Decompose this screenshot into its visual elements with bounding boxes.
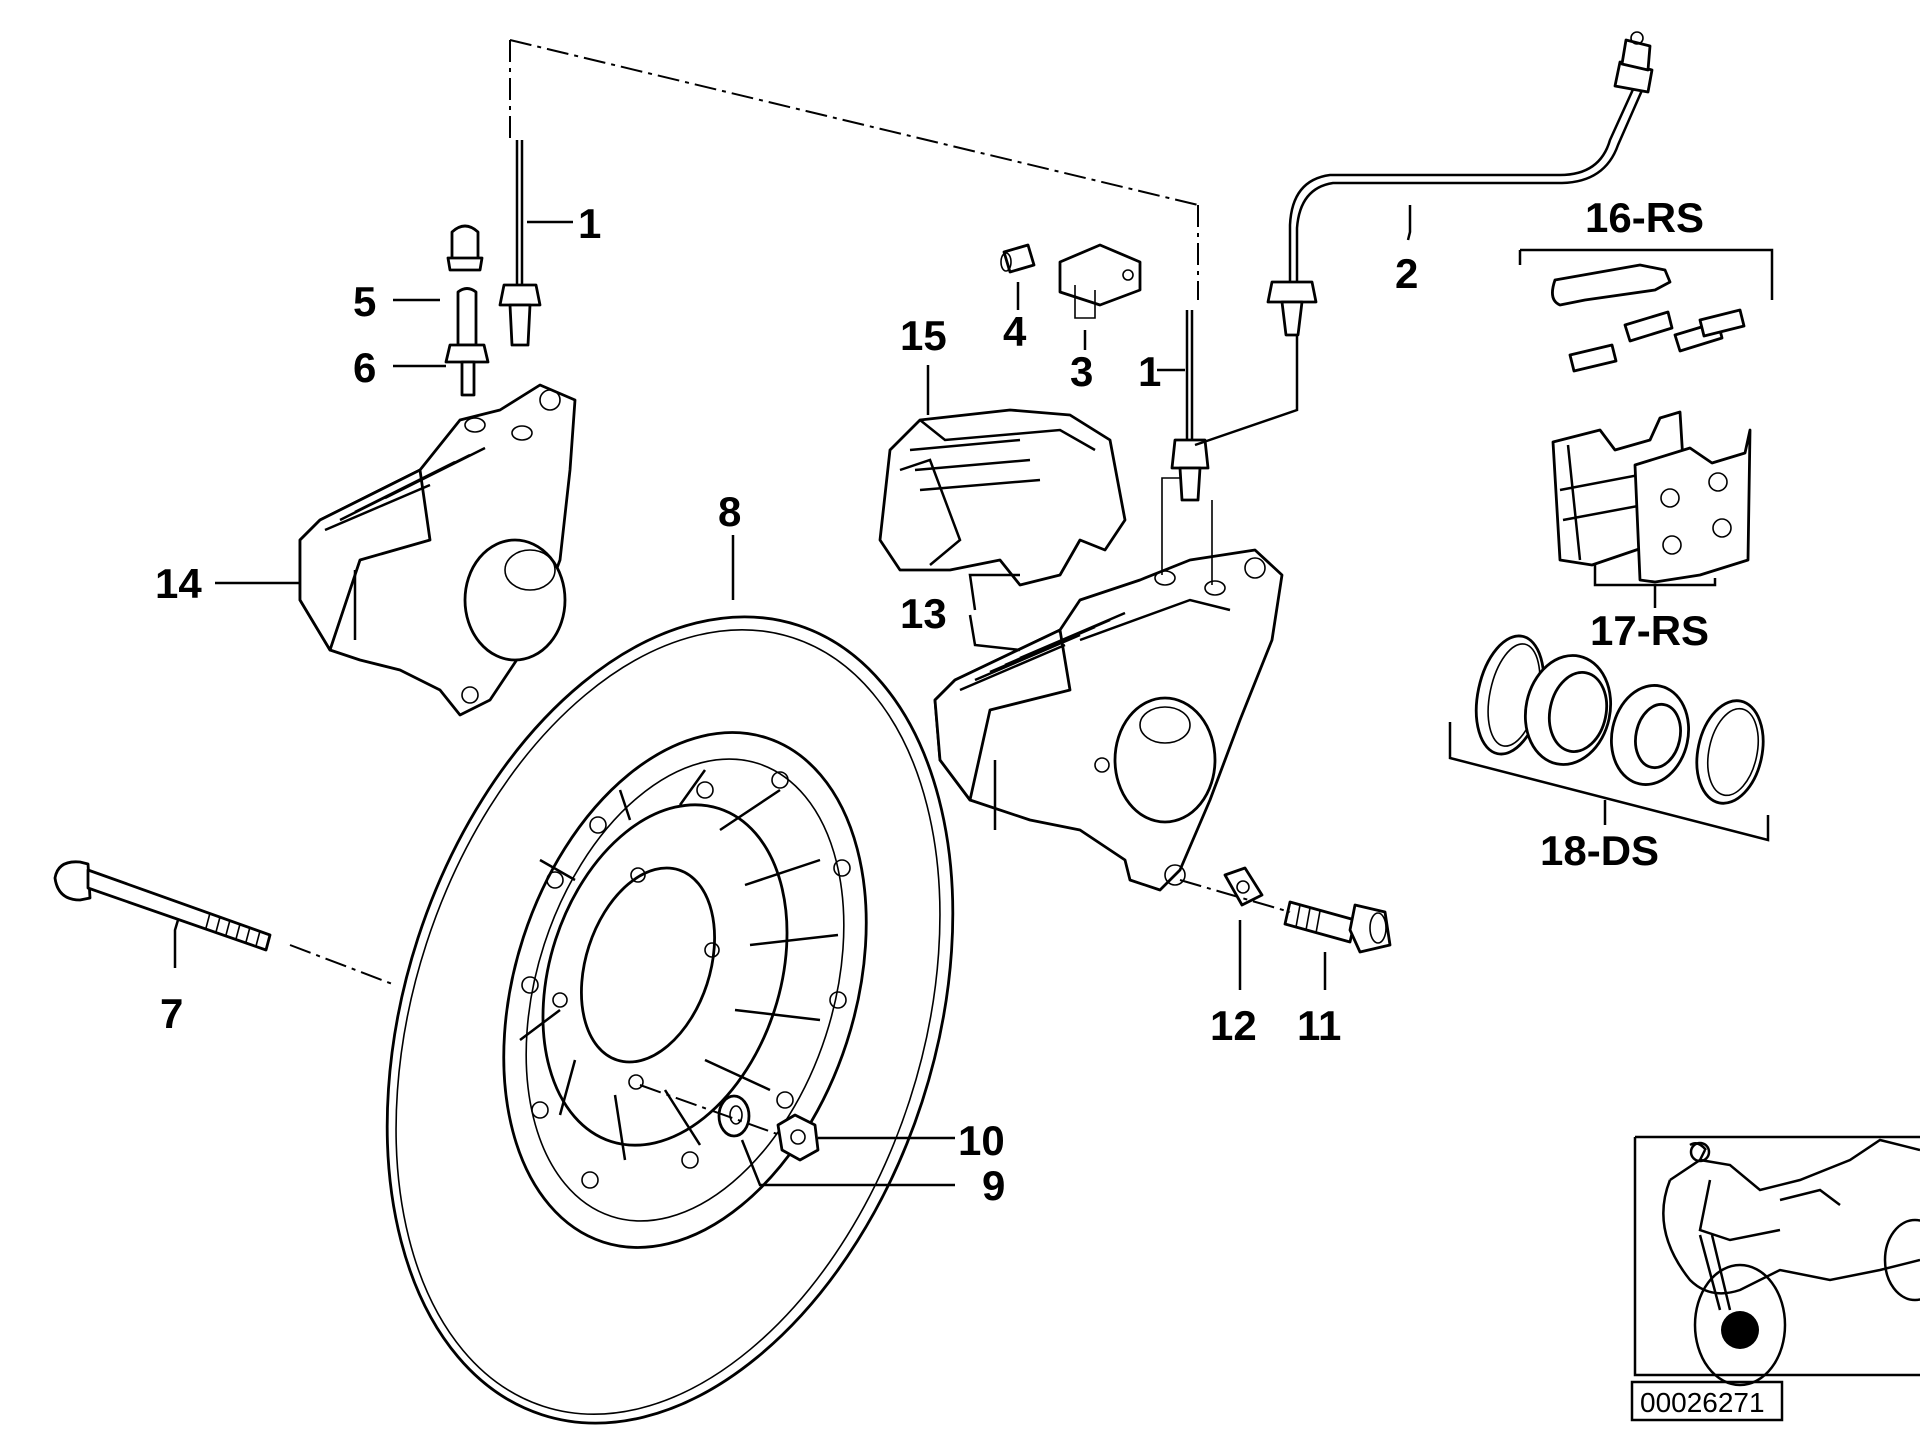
callout-1a: 1 [578, 200, 601, 247]
disc-nut [776, 1113, 820, 1162]
bolt-dash-line [1179, 879, 1291, 913]
right-brake-hose [1170, 310, 1210, 502]
reference-number: 00026271 [1640, 1387, 1765, 1418]
axle-bolt [53, 860, 272, 952]
retaining-clip [1058, 243, 1142, 319]
left-brake-caliper [298, 383, 577, 717]
reference-number-box: 00026271 [1630, 1380, 1784, 1422]
callout-13: 13 [900, 590, 947, 637]
pin-kit [1518, 248, 1774, 373]
brake-pads [1551, 410, 1752, 608]
bleed-screw [444, 287, 490, 397]
callout-17: 17-RS [1590, 607, 1709, 654]
disc-washer [717, 1094, 751, 1138]
callout-7: 7 [160, 990, 183, 1037]
brake-disc [385, 615, 955, 1425]
right-brake-caliper [933, 548, 1284, 892]
seal-kit [1448, 634, 1770, 842]
bleed-cap [446, 224, 484, 272]
callout-12: 12 [1210, 1002, 1257, 1049]
callout-3: 3 [1070, 348, 1093, 395]
callout-labels: 1 1 2 3 4 5 6 7 8 9 10 11 12 13 14 15 16… [155, 194, 1709, 1209]
caliper-guide-lines [1161, 477, 1213, 585]
callout-11: 11 [1297, 1002, 1341, 1049]
callout-15: 15 [900, 312, 947, 359]
lock-washer [1223, 866, 1264, 907]
left-brake-hose [498, 140, 542, 347]
leader-lines [173, 205, 1412, 1187]
pipe-connector-line [1194, 335, 1299, 447]
callout-2: 2 [1395, 250, 1418, 297]
callout-14: 14 [155, 560, 202, 607]
callout-9: 9 [982, 1162, 1005, 1209]
callout-18: 18-DS [1540, 827, 1659, 874]
caliper-bolt [1283, 900, 1392, 954]
brake-pipe [1266, 31, 1654, 337]
callout-16: 16-RS [1585, 194, 1704, 241]
callout-1b: 1 [1138, 348, 1161, 395]
pin-sleeve [1000, 243, 1036, 274]
callout-4: 4 [1003, 308, 1027, 355]
callout-10: 10 [958, 1117, 1005, 1164]
callout-5: 5 [353, 278, 376, 325]
callout-6: 6 [353, 344, 376, 391]
nut-dash-line [639, 1084, 781, 1136]
front-wheel-marker [1721, 1311, 1759, 1349]
motorcycle-location-thumbnail [1633, 1135, 1920, 1387]
caliper-cover [878, 408, 1127, 587]
assembly-dash-lines [289, 39, 1199, 986]
callout-8: 8 [718, 488, 741, 535]
